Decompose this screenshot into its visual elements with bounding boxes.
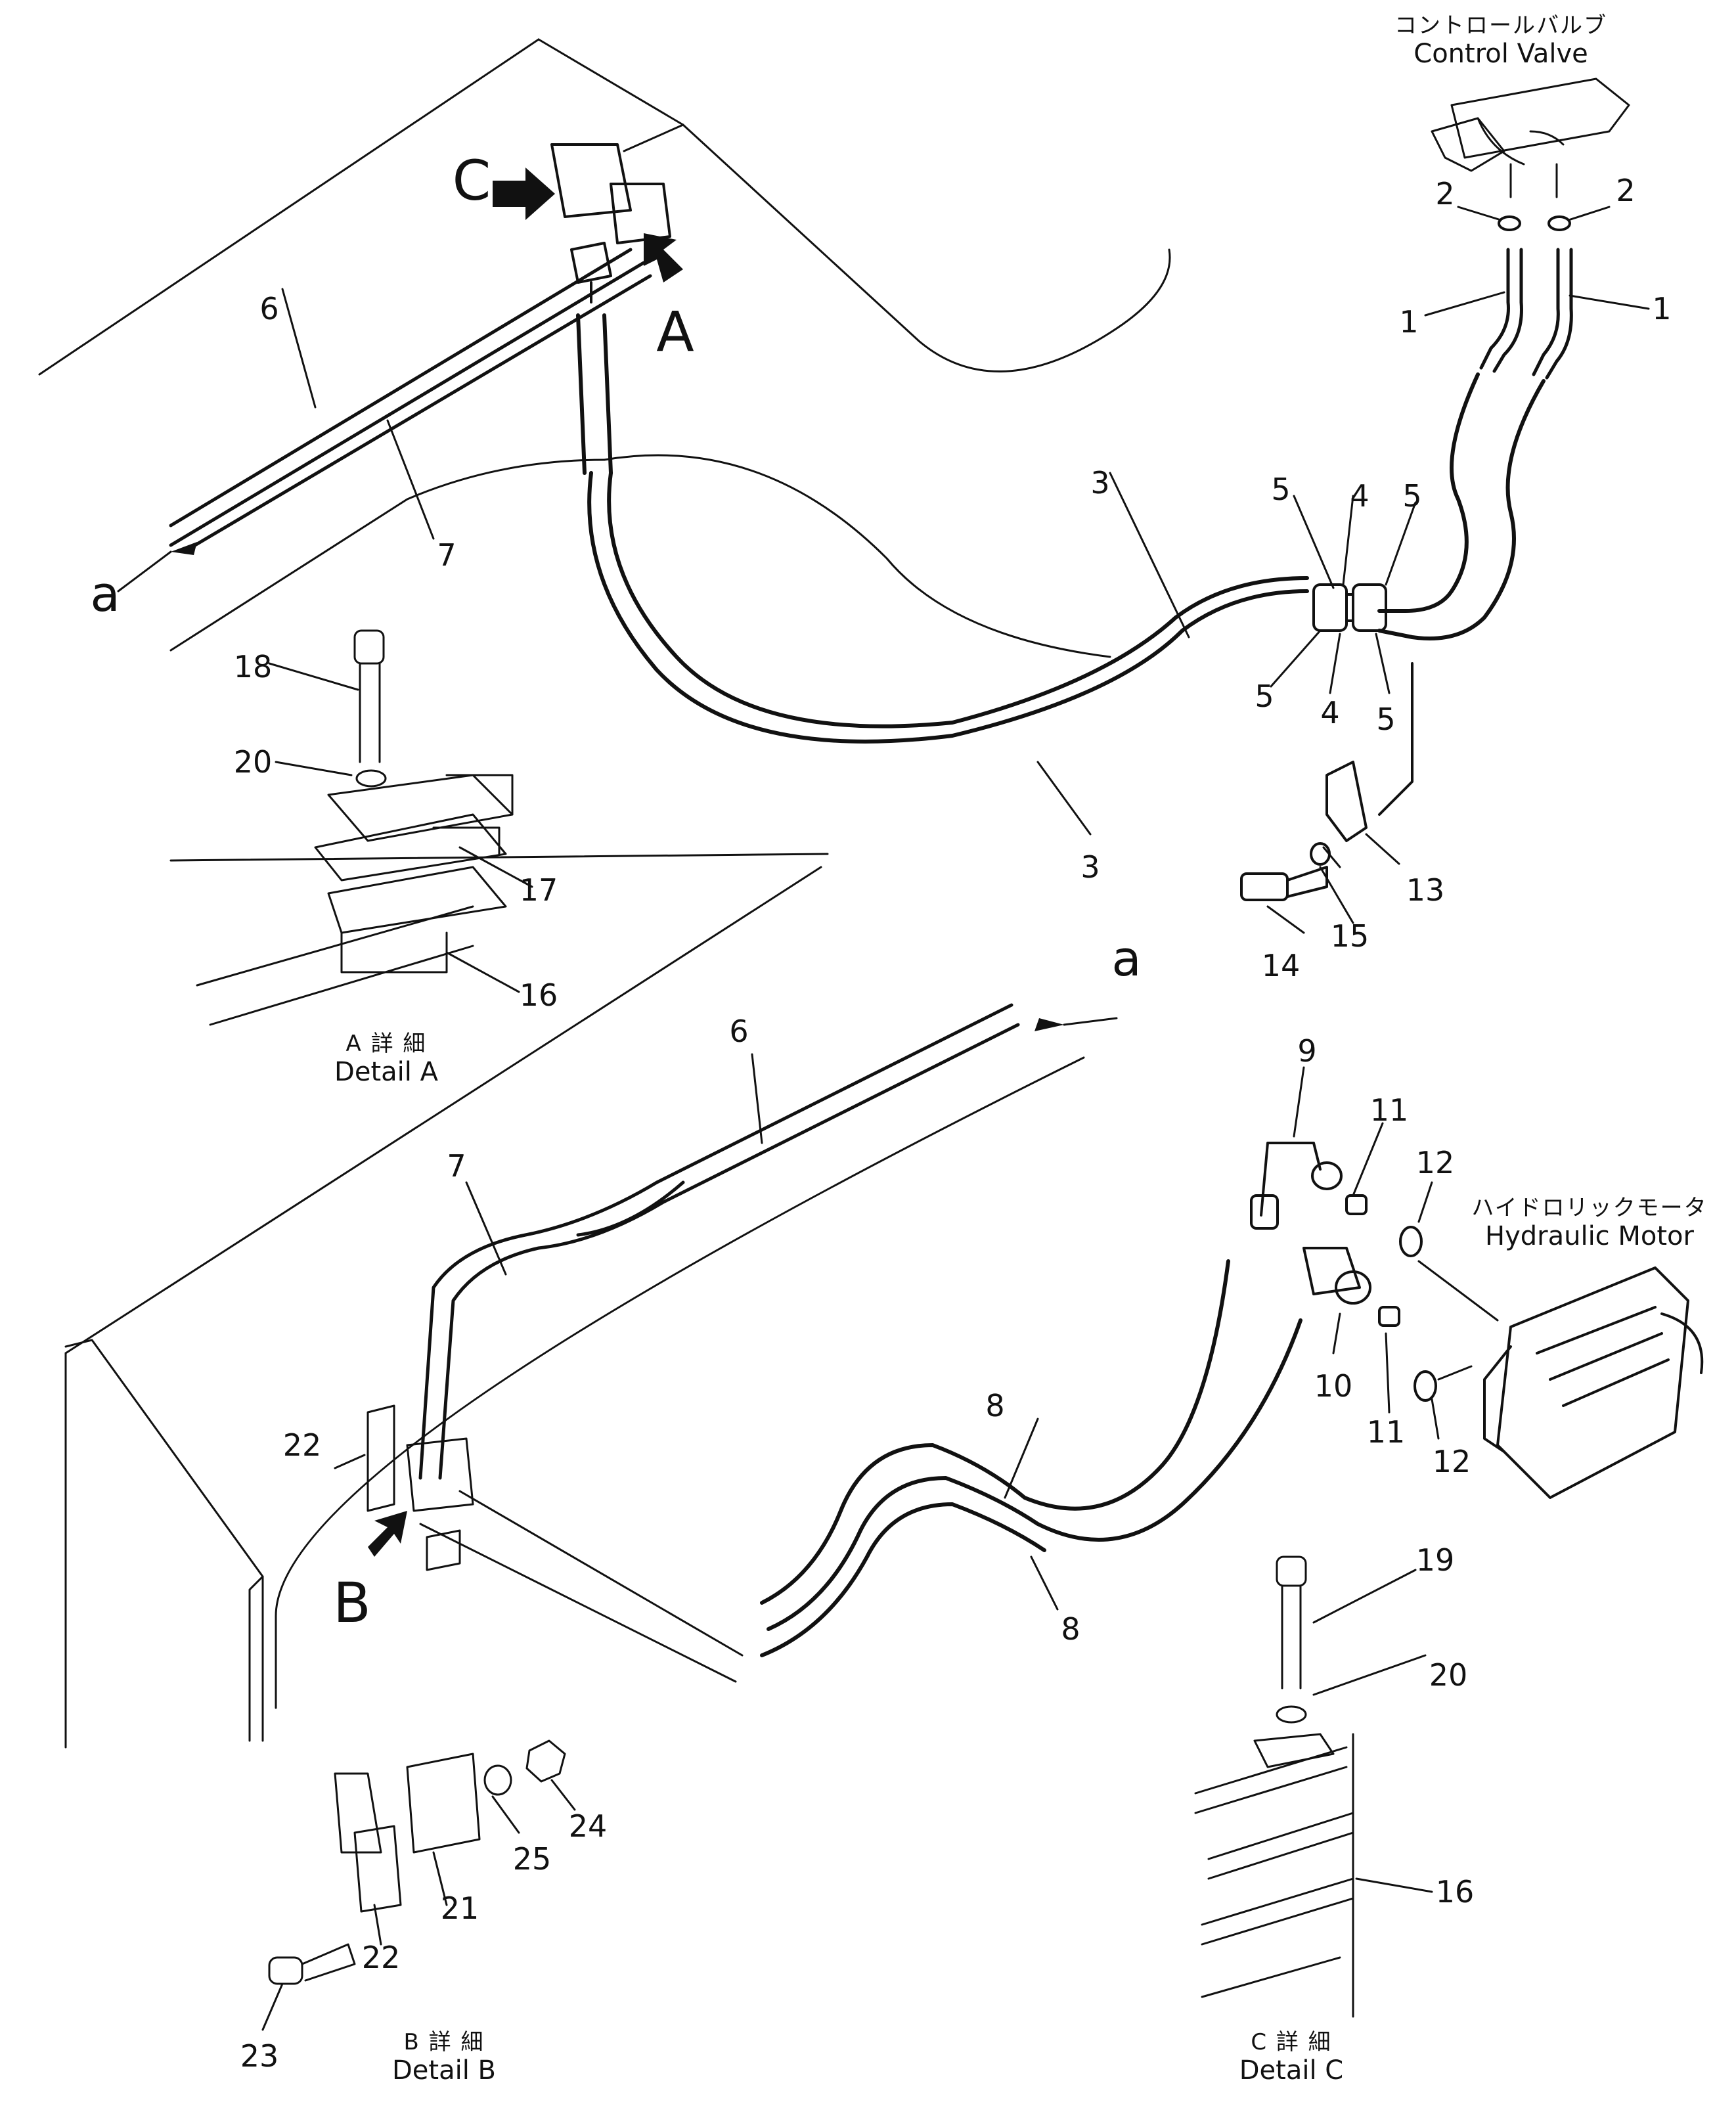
callout-19: 19 [1415, 1542, 1455, 1578]
callout-10: 10 [1314, 1368, 1353, 1404]
detail-c-sketch [1194, 1555, 1354, 2018]
callout-11: 11 [1366, 1414, 1406, 1450]
caption-detail-b-jp: B 詳 細 [403, 2029, 485, 2055]
callout-24: 24 [568, 1808, 608, 1844]
callout-23: 23 [240, 2038, 279, 2074]
caption-hydraulic-motor-jp: ハイドロリックモータ [1471, 1195, 1708, 1221]
lower-body-outline [64, 853, 1085, 1749]
detail-a-sketch [196, 629, 514, 1026]
callout-20: 20 [233, 744, 273, 780]
o-ring-2-left [1498, 215, 1521, 231]
callout-21: 21 [440, 1890, 479, 1926]
caption-detail-c: C 詳 細 Detail C [1239, 2029, 1344, 2086]
callout-3: 3 [1090, 465, 1110, 501]
callout-1: 1 [1399, 304, 1419, 340]
view-marker-b: B [333, 1571, 371, 1635]
callout-5: 5 [1255, 679, 1274, 714]
upper-body-outline [38, 38, 1171, 658]
pipe-1-pair [1479, 248, 1573, 380]
caption-control-valve-jp: コントロールバルブ [1394, 12, 1607, 39]
callout-22: 22 [282, 1427, 322, 1463]
hose-3-pair [576, 313, 1546, 744]
caption-detail-b: B 詳 細 Detail B [392, 2029, 496, 2086]
callout-9: 9 [1297, 1033, 1317, 1069]
caption-detail-a-en: Detail A [334, 1057, 438, 1088]
caption-hydraulic-motor: ハイドロリックモータ Hydraulic Motor [1471, 1195, 1708, 1252]
callout-12: 12 [1415, 1145, 1455, 1180]
caption-hydraulic-motor-en: Hydraulic Motor [1485, 1221, 1694, 1252]
caption-detail-b-en: Detail B [392, 2055, 496, 2086]
callout-5: 5 [1376, 702, 1396, 737]
callout-20: 20 [1429, 1657, 1468, 1693]
hydraulic-motor-drawing [1483, 1266, 1704, 1499]
caption-detail-c-jp: C 詳 細 [1251, 2029, 1332, 2055]
callout-16: 16 [519, 977, 558, 1013]
callout-14: 14 [1261, 948, 1301, 983]
o-ring-12-top [1399, 1226, 1423, 1257]
callout-4: 4 [1350, 478, 1369, 514]
callout-11: 11 [1369, 1092, 1409, 1128]
callout-12: 12 [1432, 1444, 1471, 1479]
caption-detail-a: A 詳 細 Detail A [334, 1031, 438, 1087]
callout-18: 18 [233, 649, 273, 684]
callout-7: 7 [447, 1148, 466, 1184]
caption-detail-c-en: Detail C [1239, 2055, 1344, 2086]
hose-8-pair [760, 1259, 1302, 1657]
continuation-a-upper: a [90, 566, 120, 623]
callout-16: 16 [1435, 1874, 1475, 1910]
view-marker-c: C [452, 148, 491, 213]
pipe-6-7-upper [169, 248, 652, 554]
view-arrows [171, 168, 1064, 1557]
callout-2: 2 [1616, 173, 1636, 208]
detail-b-sketch [268, 1739, 566, 1985]
callout-8: 8 [985, 1388, 1005, 1423]
continuation-a-lower: a [1111, 931, 1142, 987]
callout-5: 5 [1402, 478, 1422, 514]
callout-4: 4 [1320, 695, 1340, 730]
callout-13: 13 [1406, 872, 1445, 908]
callout-15: 15 [1330, 918, 1369, 954]
callout-25: 25 [512, 1841, 552, 1877]
callout-6: 6 [259, 291, 279, 326]
callout-5: 5 [1271, 472, 1291, 507]
clamp-block-bottom [367, 1404, 474, 1571]
callout-2: 2 [1435, 176, 1455, 212]
clamp-block-top [550, 143, 671, 303]
callout-8: 8 [1061, 1611, 1080, 1647]
o-ring-12-bottom [1413, 1370, 1437, 1402]
control-valve-drawing [1431, 78, 1630, 198]
pipe-6-7-lower [418, 1003, 1020, 1480]
caption-control-valve-en: Control Valve [1413, 39, 1588, 70]
coupling-4-5 [1312, 583, 1387, 632]
caption-control-valve: コントロールバルブ Control Valve [1394, 12, 1607, 70]
callout-6: 6 [729, 1014, 749, 1049]
fittings-9-10-11 [1250, 1142, 1400, 1327]
leader-lines [117, 206, 1650, 2031]
caption-detail-a-jp: A 詳 細 [345, 1031, 427, 1057]
callout-7: 7 [437, 537, 456, 573]
view-marker-a: A [656, 300, 694, 364]
o-ring-2-right [1547, 215, 1571, 231]
callout-1: 1 [1652, 291, 1672, 326]
callout-3: 3 [1080, 849, 1100, 885]
callout-17: 17 [519, 872, 558, 908]
callout-22: 22 [361, 1940, 401, 1975]
